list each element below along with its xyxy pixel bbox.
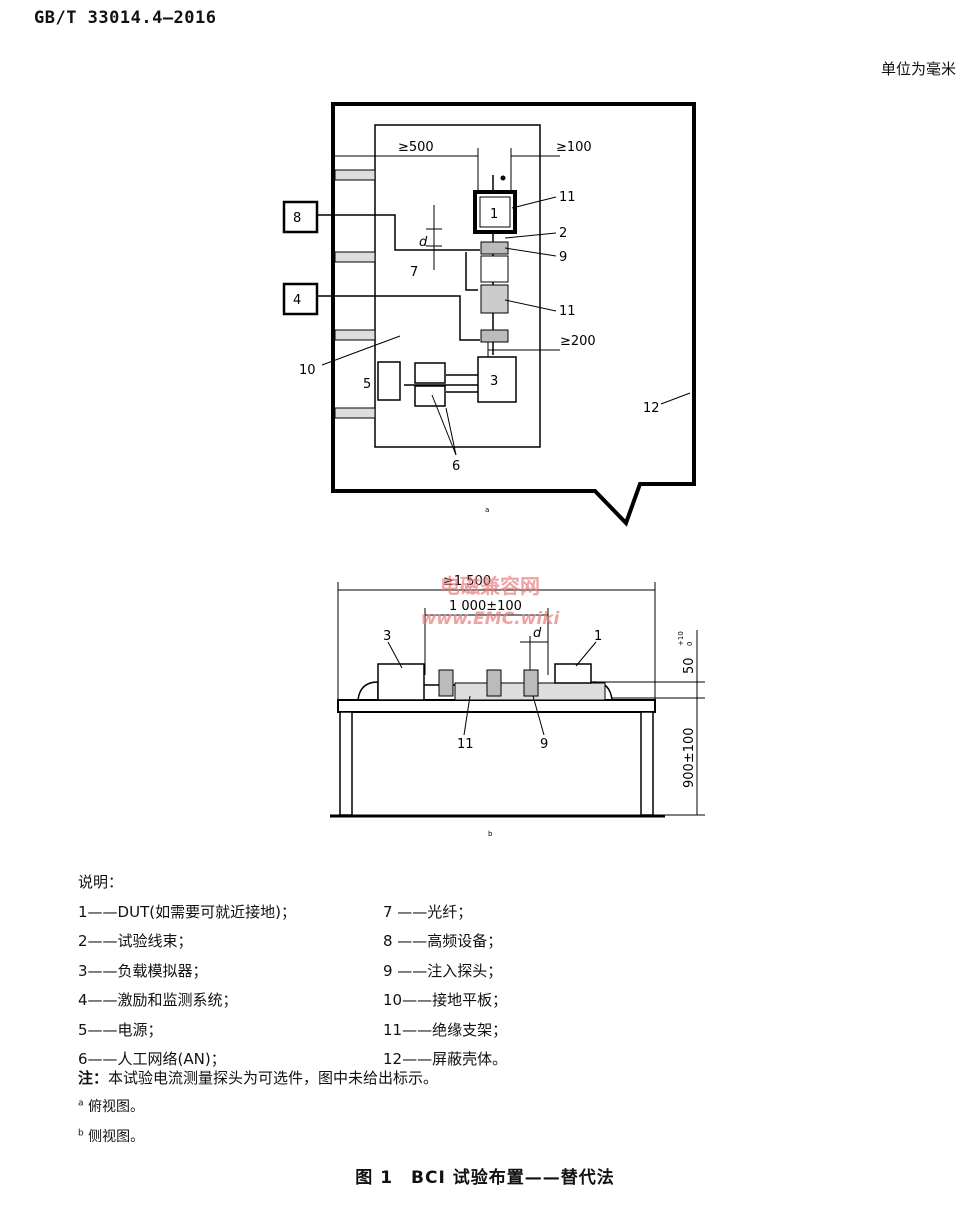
shield-enclosure [331, 102, 696, 527]
dim-900: 900±100 [682, 727, 697, 788]
dim-200: ≥200 [560, 334, 596, 349]
feedthroughs [334, 169, 376, 419]
hf-equipment-box [282, 200, 319, 234]
legend-left: 1——DUT(如需要可就近接地)； 2——试验线束； 3——负载模拟器； 4——… [78, 898, 296, 1075]
note-text: 本试验电流测量探头为可选件，图中未给出标示。 [108, 1069, 439, 1087]
artificial-network-2 [414, 385, 446, 407]
label-5: 5 [363, 377, 371, 392]
standard-number: GB/T 33014.4—2016 [34, 8, 217, 28]
legend-item: 12——屏蔽壳体。 [383, 1050, 508, 1068]
table-leg-left [339, 711, 353, 816]
label-11b: 11 [559, 304, 576, 319]
footnote-b-mark: b [78, 1128, 84, 1139]
table-leg-right [640, 711, 654, 816]
injection-probe-2 [480, 329, 509, 343]
legend-title: 说明： [78, 873, 124, 891]
legend-item: 6——人工网络(AN)； [78, 1050, 226, 1068]
side-view-diagram: ≥1 500 1 000±100 d 3 1 11 9 b 50 +10 0 9… [330, 574, 705, 838]
footnote-a: a 俯视图。 [78, 1096, 144, 1116]
insulating-support [480, 255, 509, 283]
label-3: 3 [490, 374, 498, 389]
side-probe-3 [523, 669, 539, 697]
power-supply-box [377, 361, 401, 401]
label-d-top: d [419, 235, 428, 250]
legend-item: 10——接地平板； [383, 991, 508, 1009]
side-label-11: 11 [457, 737, 474, 752]
top-view-diagram: ≥500 ≥100 ≥200 8 4 1 3 5 6 7 d 11 2 9 11… [282, 102, 696, 527]
dim-1500: ≥1 500 [443, 574, 491, 589]
label-10: 10 [299, 363, 316, 378]
side-label-9: 9 [540, 737, 548, 752]
label-d-side: d [533, 626, 542, 641]
side-probe-1 [438, 669, 454, 697]
sub-a: a [485, 506, 489, 514]
label-9: 9 [559, 250, 567, 265]
watermark-line2: www.EMC.wiki [420, 609, 560, 629]
wiring [317, 175, 494, 393]
legend-item: 8 ——高频设备； [383, 932, 503, 950]
footnote-a-mark: a [78, 1098, 84, 1109]
test-table-top [337, 699, 656, 713]
note: 注：本试验电流测量探头为可选件，图中未给出标示。 [78, 1067, 438, 1088]
side-label-1: 1 [594, 629, 602, 644]
dim-1000: 1 000±100 [449, 599, 522, 614]
figure-caption: 图 1 BCI 试验布置——替代法 [355, 1168, 615, 1188]
legend: 说明： 1——DUT(如需要可就近接地)； 2——试验线束； 3——负载模拟器；… [78, 868, 507, 1078]
legend-right: 7 ——光纤； 8 ——高频设备； 9 ——注入探头； 10——接地平板； 11… [383, 898, 507, 1075]
footnote-a-text: 俯视图。 [87, 1099, 144, 1115]
load-simulator-box [477, 356, 517, 403]
injection-probe [480, 241, 509, 255]
legend-item: 1——DUT(如需要可就近接地)； [78, 902, 296, 921]
ground-plane [374, 124, 541, 448]
legend-item: 3——负载模拟器； [78, 961, 208, 980]
note-prefix: 注： [78, 1069, 109, 1087]
legend-item: 7 ——光纤； [383, 902, 473, 921]
dim-50-tol-up: +10 [677, 631, 685, 646]
dim-500: ≥500 [398, 140, 434, 155]
sub-b: b [488, 830, 493, 838]
dim-100: ≥100 [556, 140, 592, 155]
watermark: 电磁兼容网 www.EMC.wiki [380, 570, 600, 629]
label-7: 7 [410, 265, 418, 280]
dim-50-tol-low: 0 [686, 642, 694, 646]
label-11a: 11 [559, 190, 576, 205]
legend-item: 2——试验线束； [78, 932, 193, 950]
label-1: 1 [490, 207, 498, 222]
side-load-simulator [377, 663, 425, 701]
footnote-b: b 侧视图。 [78, 1126, 144, 1146]
label-4: 4 [293, 293, 301, 308]
side-dut [554, 663, 592, 684]
dim-50: 50 [682, 657, 697, 674]
label-6: 6 [452, 459, 460, 474]
legend-item: 5——电源； [78, 1020, 163, 1039]
side-label-3: 3 [383, 629, 391, 644]
side-probe-2 [486, 669, 502, 697]
legend-item: 9 ——注入探头； [383, 961, 503, 980]
label-2: 2 [559, 226, 567, 241]
artificial-network-1 [414, 362, 446, 384]
watermark-line1: 电磁兼容网 [440, 574, 540, 598]
footnote-b-text: 侧视图。 [88, 1129, 145, 1145]
unit-note: 单位为毫米 [880, 60, 956, 78]
legend-item: 4——激励和监测系统； [78, 991, 238, 1009]
legend-item: 11——绝缘支架； [383, 1020, 508, 1039]
stimulation-monitoring-box [282, 282, 319, 316]
insulating-support-2 [480, 284, 509, 314]
label-8: 8 [293, 211, 301, 226]
label-12: 12 [643, 401, 660, 416]
